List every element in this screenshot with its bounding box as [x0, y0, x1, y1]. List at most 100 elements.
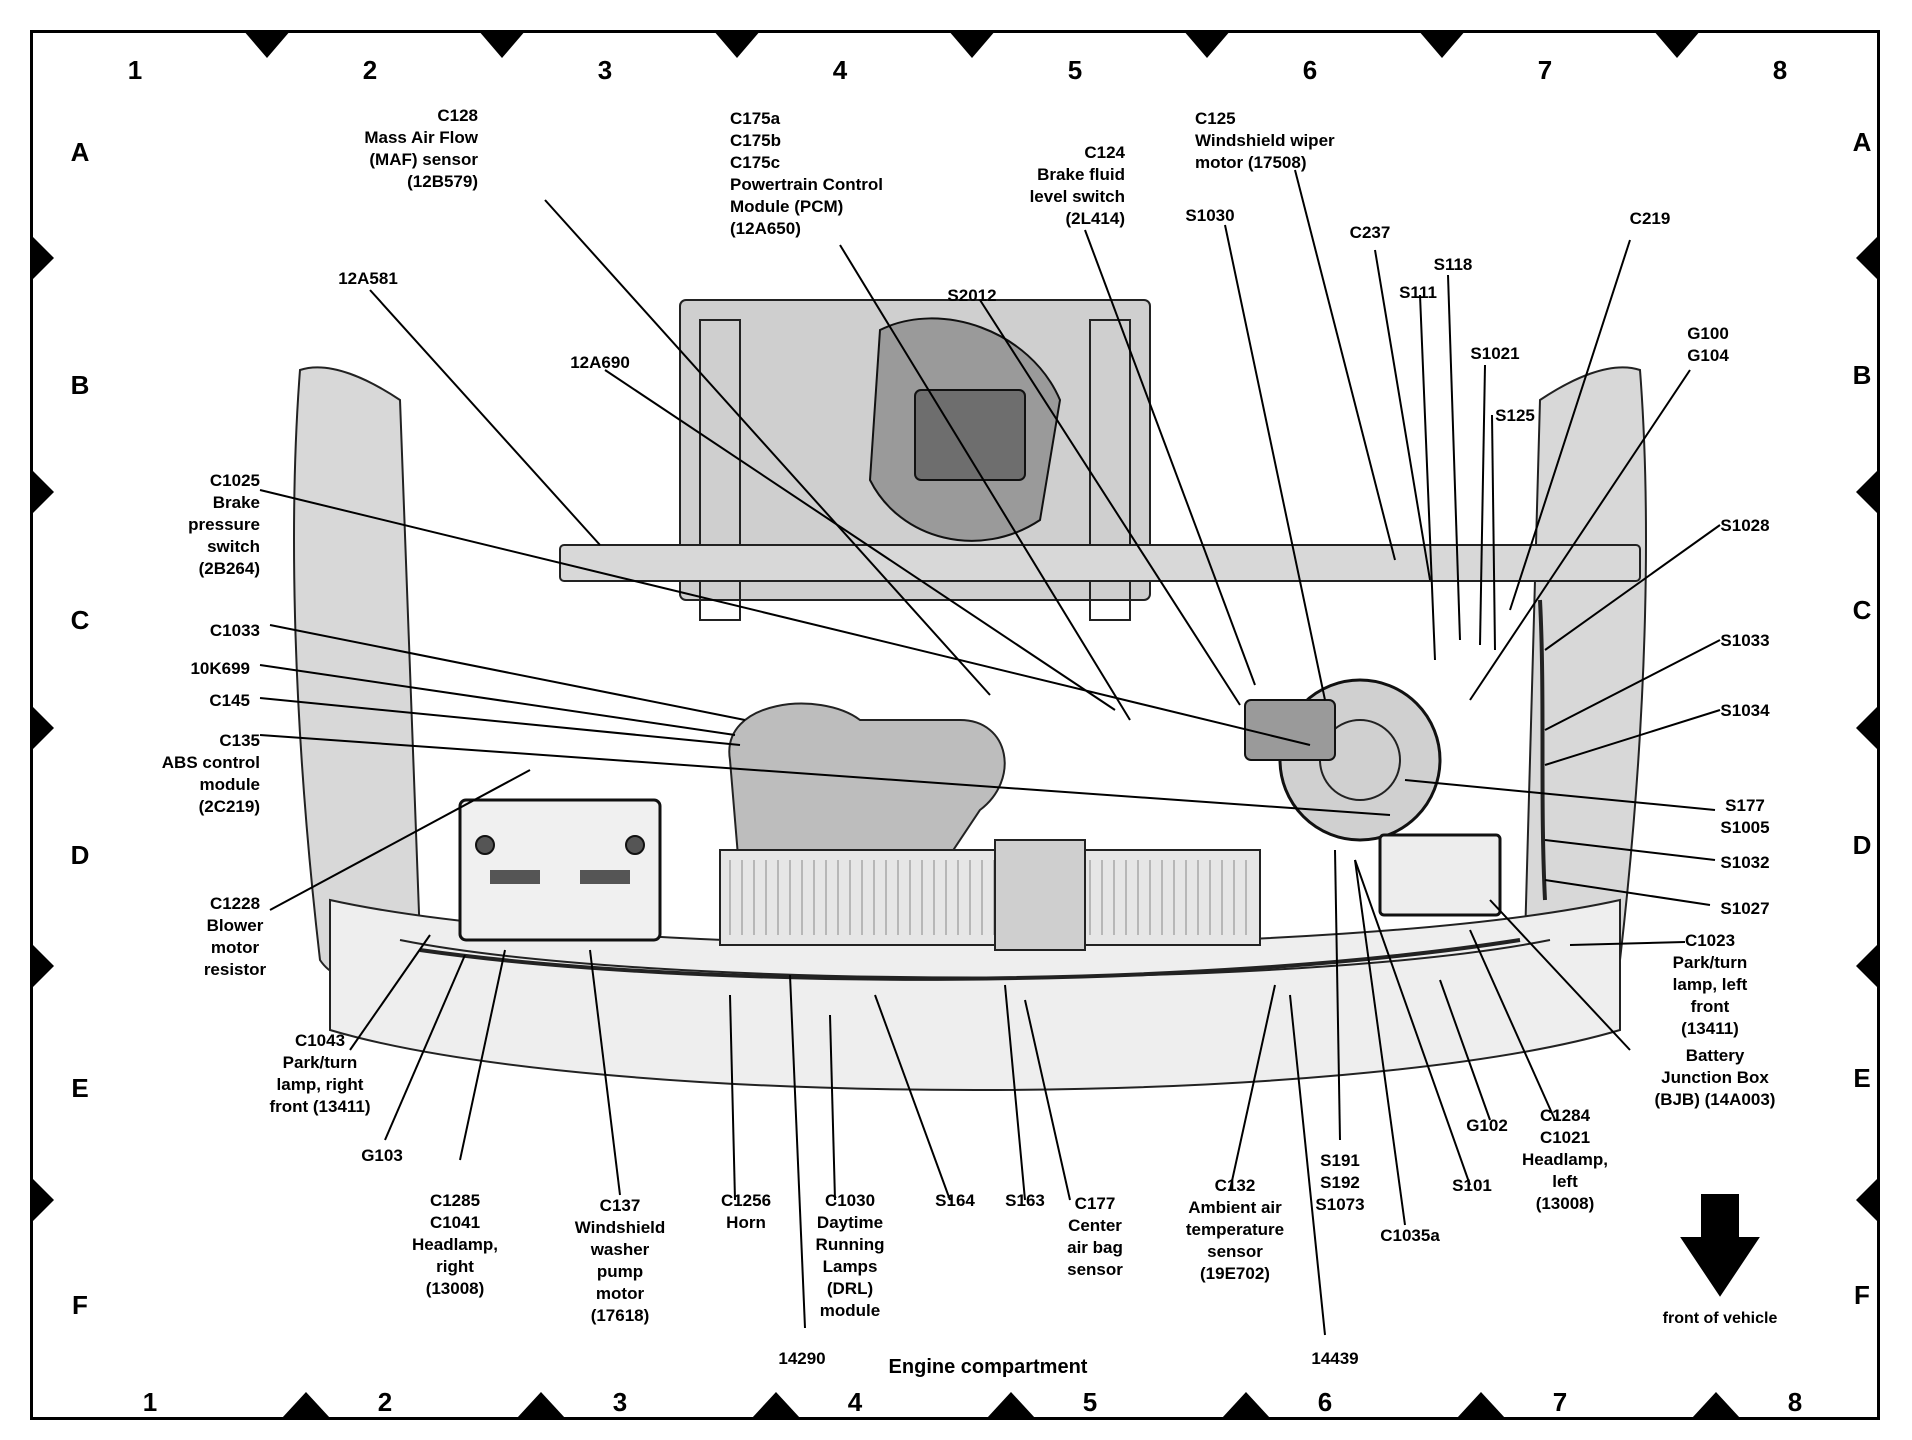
callout-line: (12B579) [407, 172, 478, 191]
callout-line: Battery [1685, 1046, 1745, 1065]
frame-tick-right [1856, 704, 1880, 752]
grid-column-bottom-2: 2 [377, 1387, 393, 1417]
leader-line [1439, 979, 1491, 1121]
grid-row-right-E: E [1853, 1063, 1871, 1093]
callout-line: pressure [188, 515, 260, 534]
callout-s101: S101 [1452, 1175, 1492, 1197]
callout-line: S111 [1399, 283, 1437, 302]
callout-line: motor [210, 938, 260, 957]
grid-column-top-8: 8 [1772, 55, 1788, 85]
callout-line: (17618) [590, 1306, 650, 1325]
callout-line: lamp, left [1672, 975, 1748, 994]
frame-tick-top [1183, 30, 1231, 58]
grid-row-right-B: B [1852, 360, 1872, 390]
callout-line: C177 [1074, 1194, 1116, 1213]
leader-line [1084, 229, 1256, 686]
leader-line [1491, 414, 1496, 651]
callout-line: 14439 [1311, 1349, 1359, 1368]
front-of-vehicle-label: front of vehicle [1662, 1310, 1778, 1327]
leader-line [729, 994, 736, 1201]
leader-line [1544, 639, 1721, 731]
callout-line: lamp, right [276, 1075, 364, 1094]
grid-row-left-B: B [70, 370, 90, 400]
callout-line: motor (17508) [1195, 153, 1307, 172]
callout-line: C1030 [824, 1191, 876, 1210]
callout-line: S1034 [1720, 701, 1770, 720]
callout-line: Daytime [816, 1213, 884, 1232]
callout-line: S1030 [1185, 206, 1235, 225]
callout-s1021: S1021 [1470, 343, 1519, 365]
callout-line: S163 [1005, 1191, 1045, 1210]
frame-tick-top [243, 30, 291, 58]
callout-line: Ambient air [1188, 1198, 1282, 1217]
frame-tick-bottom [1222, 1392, 1270, 1418]
grid-row-right-D: D [1852, 830, 1872, 860]
leader-line [1489, 899, 1631, 1051]
grid-column-top-1: 1 [127, 55, 143, 85]
leader-line [1229, 984, 1276, 1191]
frame-tick-top [948, 30, 996, 58]
leader-line [1289, 994, 1326, 1336]
callout-line: C175a [730, 109, 781, 128]
callout-a14439: 14439 [1311, 1348, 1358, 1370]
leader-line [1447, 274, 1461, 641]
callout-line: switch [207, 537, 260, 556]
callout-line: C1041 [429, 1213, 481, 1232]
callout-line: C175c [730, 153, 781, 172]
grid-column-bottom-3: 3 [612, 1387, 628, 1417]
callout-g102: G102 [1466, 1115, 1508, 1137]
callout-line: right [436, 1257, 474, 1276]
grid-row-left-E: E [71, 1073, 89, 1103]
grid-column-top-5: 5 [1067, 55, 1083, 85]
frame-tick-bottom [1692, 1392, 1740, 1418]
callout-line: Powertrain Control [730, 175, 884, 194]
callout-line: C128 [437, 106, 478, 125]
callout-line: Brake [212, 493, 260, 512]
callout-line: motor [595, 1284, 645, 1303]
callout-line: C175b [730, 131, 782, 150]
callout-c1033: C1033 [210, 620, 260, 642]
grid-column-bottom-8: 8 [1787, 1387, 1803, 1417]
callout-line: Mass Air Flow [364, 128, 478, 147]
callout-line: (BJB) (14A003) [1654, 1090, 1776, 1109]
callout-line: sensor [1067, 1260, 1123, 1279]
leader-line [1544, 524, 1721, 651]
grid-row-left-C: C [70, 605, 90, 635]
callout-line: S101 [1452, 1176, 1492, 1195]
frame-tick-right [1856, 1176, 1880, 1224]
battery-junction-box [1378, 833, 1502, 917]
callout-line: C1021 [1539, 1128, 1591, 1147]
leader-line [1544, 879, 1711, 906]
grid-column-bottom-7: 7 [1552, 1387, 1568, 1417]
grid-column-bottom-1: 1 [142, 1387, 158, 1417]
callout-line: level switch [1029, 187, 1125, 206]
leader-line [1334, 849, 1341, 1141]
callout-line: C1035a [1380, 1226, 1440, 1245]
leader-line [384, 954, 466, 1141]
callout-line: G103 [361, 1146, 403, 1165]
callout-line: 10K699 [190, 659, 250, 678]
callout-line: G102 [1466, 1116, 1508, 1135]
grid-row-right-F: F [1854, 1280, 1870, 1310]
leader-line [369, 289, 601, 546]
callout-s111: S111 [1399, 282, 1437, 304]
leader-line [1354, 859, 1471, 1186]
callout-c237: C237 [1350, 222, 1391, 244]
callout-line: S164 [935, 1191, 975, 1210]
grid-column-top-2: 2 [362, 55, 378, 85]
callout-line: (12A650) [730, 219, 801, 238]
front-of-vehicle-arrow [1680, 1194, 1760, 1297]
callout-line: 12A581 [338, 269, 398, 288]
grid-row-left-D: D [70, 840, 90, 870]
leader-line [349, 934, 431, 1051]
